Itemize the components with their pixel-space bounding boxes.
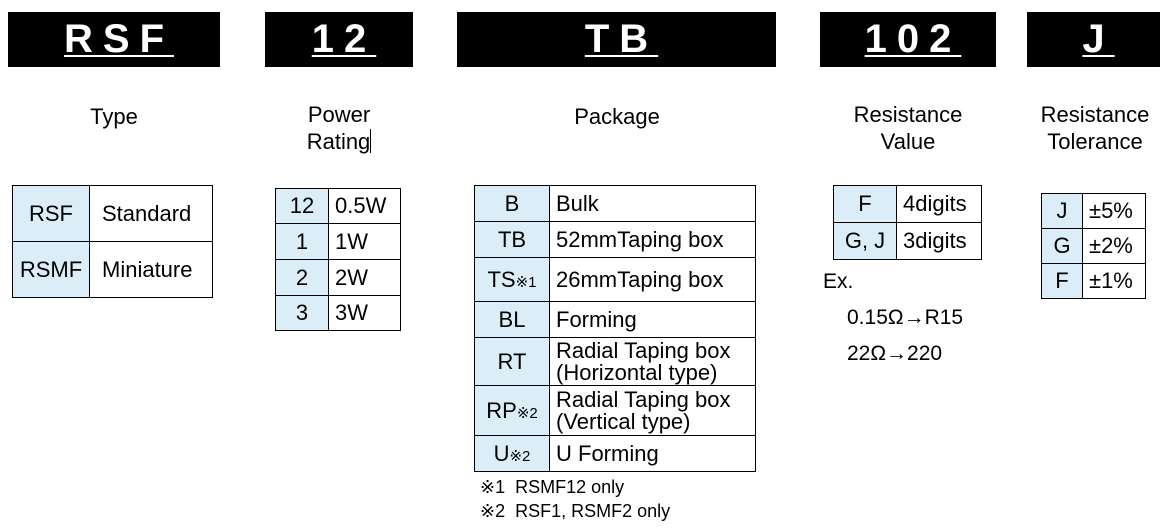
resistance-desc: 3digits bbox=[896, 222, 982, 260]
resistance-example-2: 22Ω→220 bbox=[847, 342, 943, 365]
table-row: U※2 U Forming bbox=[474, 435, 756, 472]
tolerance-table: J ±5% G ±2% F ±1% bbox=[1041, 193, 1146, 299]
type-desc: Standard bbox=[89, 185, 213, 242]
caption-resistance-line2: Value bbox=[880, 129, 936, 154]
package-desc: Forming bbox=[549, 301, 756, 338]
tolerance-desc: ±2% bbox=[1082, 228, 1146, 264]
table-row: RSF Standard bbox=[12, 185, 213, 242]
caption-tolerance: Resistance Tolerance bbox=[1025, 101, 1164, 155]
package-note-1: ※1 RSMF12 only bbox=[480, 477, 625, 497]
package-desc: Radial Taping box(Vertical type) bbox=[549, 385, 756, 436]
header-power: 12 bbox=[265, 12, 413, 67]
package-code: BL bbox=[474, 301, 550, 338]
table-row: F 4digits bbox=[833, 185, 982, 223]
package-desc: 52mmTaping box bbox=[549, 221, 756, 258]
resistance-example-label: Ex. bbox=[823, 270, 854, 293]
package-code: B bbox=[474, 185, 550, 222]
header-tolerance-text: J bbox=[1082, 17, 1115, 61]
table-row: B Bulk bbox=[474, 185, 756, 222]
resistance-code: F bbox=[833, 185, 897, 223]
power-desc: 2W bbox=[328, 259, 401, 296]
header-package-text: TB bbox=[584, 17, 659, 61]
table-row: G ±2% bbox=[1041, 228, 1146, 264]
caption-resistance: Resistance Value bbox=[838, 101, 978, 155]
power-desc: 1W bbox=[328, 223, 401, 260]
header-type: RSF bbox=[8, 12, 220, 67]
power-code: 12 bbox=[275, 188, 329, 224]
power-desc: 0.5W bbox=[328, 188, 401, 224]
package-code: RP※2 bbox=[474, 385, 550, 436]
table-row: TB 52mmTaping box bbox=[474, 221, 756, 258]
type-table: RSF Standard RSMF Miniature bbox=[12, 185, 213, 298]
caption-type-text: Type bbox=[90, 104, 138, 129]
power-code: 2 bbox=[275, 259, 329, 296]
tolerance-code: J bbox=[1041, 193, 1083, 229]
table-row: 1 1W bbox=[275, 223, 401, 260]
table-row: 2 2W bbox=[275, 259, 401, 296]
resistance-code: G, J bbox=[833, 222, 897, 260]
text-cursor-icon bbox=[370, 129, 372, 153]
package-code: RT bbox=[474, 337, 550, 386]
header-type-text: RSF bbox=[64, 17, 174, 61]
power-code: 1 bbox=[275, 223, 329, 260]
header-tolerance: J bbox=[1027, 12, 1160, 67]
table-row: 12 0.5W bbox=[275, 188, 401, 224]
power-table: 12 0.5W 1 1W 2 2W 3 3W bbox=[275, 188, 401, 331]
type-code: RSF bbox=[12, 185, 90, 242]
caption-package-text: Package bbox=[574, 104, 660, 129]
header-resistance-text: 102 bbox=[864, 17, 962, 61]
package-code: TB bbox=[474, 221, 550, 258]
resistance-desc: 4digits bbox=[896, 185, 982, 223]
caption-type: Type bbox=[54, 103, 174, 130]
package-code: U※2 bbox=[474, 435, 550, 472]
caption-power: Power Rating bbox=[279, 101, 399, 155]
tolerance-desc: ±1% bbox=[1082, 263, 1146, 299]
caption-package: Package bbox=[557, 103, 677, 130]
table-row: RP※2 Radial Taping box(Vertical type) bbox=[474, 385, 756, 436]
table-row: J ±5% bbox=[1041, 193, 1146, 229]
caption-resistance-line1: Resistance bbox=[853, 102, 963, 127]
table-row: RSMF Miniature bbox=[12, 241, 213, 298]
table-row: RT Radial Taping box(Horizontal type) bbox=[474, 337, 756, 386]
package-desc: Radial Taping box(Horizontal type) bbox=[549, 337, 756, 386]
caption-tolerance-line1: Resistance bbox=[1040, 102, 1150, 127]
package-note-2: ※2 RSF1, RSMF2 only bbox=[480, 501, 671, 521]
type-desc: Miniature bbox=[89, 241, 213, 298]
resistance-example-1: 0.15Ω→R15 bbox=[847, 306, 964, 329]
package-desc: Bulk bbox=[549, 185, 756, 222]
package-table: B Bulk TB 52mmTaping box TS※1 26mmTaping… bbox=[474, 185, 756, 472]
table-row: F ±1% bbox=[1041, 263, 1146, 299]
table-row: TS※1 26mmTaping box bbox=[474, 257, 756, 302]
tolerance-desc: ±5% bbox=[1082, 193, 1146, 229]
power-code: 3 bbox=[275, 295, 329, 331]
header-package: TB bbox=[457, 12, 776, 67]
package-code: TS※1 bbox=[474, 257, 550, 302]
tolerance-code: F bbox=[1041, 263, 1083, 299]
power-desc: 3W bbox=[328, 295, 401, 331]
header-power-text: 12 bbox=[311, 17, 377, 61]
caption-power-line2: Rating bbox=[306, 129, 372, 154]
package-desc: U Forming bbox=[549, 435, 756, 472]
type-code: RSMF bbox=[12, 241, 90, 298]
table-row: G, J 3digits bbox=[833, 222, 982, 260]
tolerance-code: G bbox=[1041, 228, 1083, 264]
header-resistance: 102 bbox=[820, 12, 996, 67]
resistance-table: F 4digits G, J 3digits bbox=[833, 185, 982, 260]
package-desc: 26mmTaping box bbox=[549, 257, 756, 302]
table-row: BL Forming bbox=[474, 301, 756, 338]
caption-power-line1: Power bbox=[307, 102, 371, 127]
caption-tolerance-line2: Tolerance bbox=[1047, 129, 1143, 154]
table-row: 3 3W bbox=[275, 295, 401, 331]
